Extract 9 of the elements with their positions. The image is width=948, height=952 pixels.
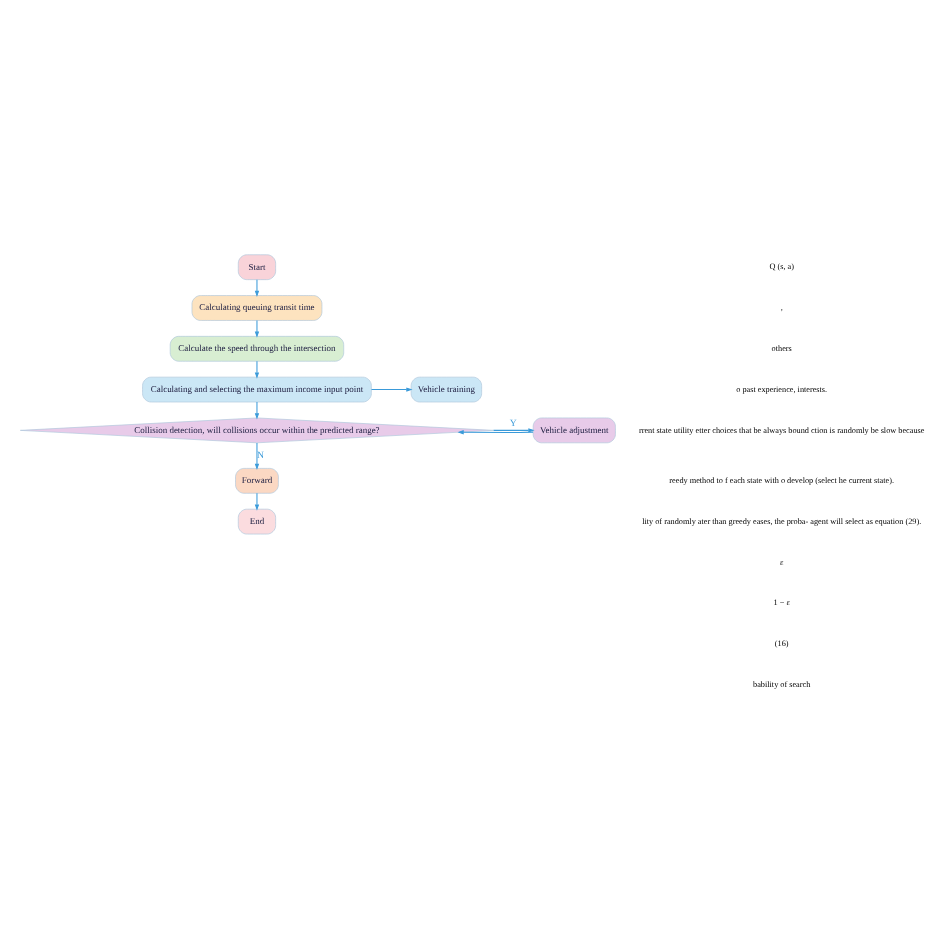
- arrow: [254, 279, 260, 298]
- arrow: [254, 401, 260, 420]
- arrow: [254, 492, 260, 511]
- arrow: [457, 430, 534, 435]
- arrow: [493, 428, 535, 433]
- arrow: [254, 360, 260, 379]
- arrow: [254, 320, 260, 338]
- arrow: [370, 387, 413, 392]
- arrow: [254, 442, 260, 470]
